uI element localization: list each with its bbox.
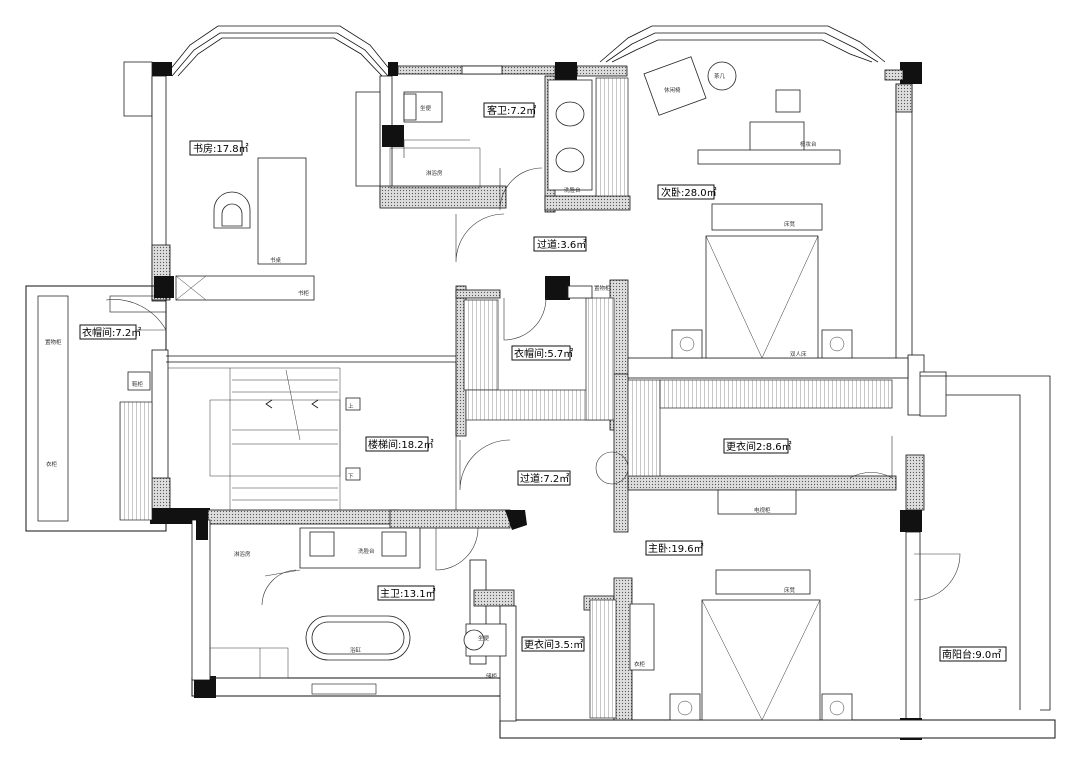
exterior-walls (25, 25, 1056, 740)
label-master-bath: 主卫:13.1㎡ (377, 585, 436, 601)
svg-text:床凳: 床凳 (784, 220, 796, 228)
lounge-chair (643, 56, 707, 116)
svg-text:茶几: 茶几 (714, 72, 726, 80)
basin-counter (547, 79, 593, 191)
study-furniture: 书桌 书柜 (175, 157, 315, 301)
svg-text:梳妆台: 梳妆台 (800, 140, 817, 148)
bench (711, 203, 823, 231)
label-second-bedroom: 次卧:28.0㎡ (657, 184, 717, 200)
svg-text:南阳台:9.0㎡: 南阳台:9.0㎡ (942, 648, 1001, 661)
svg-text:过道:7.2㎡: 过道:7.2㎡ (520, 472, 569, 485)
interior-walls (166, 75, 909, 722)
svg-text:电视柜: 电视柜 (754, 506, 771, 514)
svg-text:楼梯间:18.2㎡: 楼梯间:18.2㎡ (368, 438, 434, 451)
label-study: 书房:17.8㎡ (189, 140, 249, 156)
tv-cabinet (717, 489, 797, 515)
svg-text:洗脸台: 洗脸台 (358, 547, 375, 555)
desk (257, 157, 307, 265)
label-stair: 楼梯间:18.2㎡ (365, 436, 434, 452)
toilet-label: 坐便 (420, 104, 432, 112)
svg-text:双人床: 双人床 (790, 350, 807, 358)
svg-text:置物柜: 置物柜 (594, 284, 611, 292)
basin-label: 洗脸台 (564, 186, 581, 194)
label-corridor-top: 过道:3.6㎡ (533, 236, 587, 252)
doors (105, 139, 961, 606)
master-bedroom-furniture: 床凳 (669, 569, 853, 721)
svg-text:置物柜: 置物柜 (45, 338, 62, 346)
vanity (697, 149, 841, 165)
svg-text:衣柜: 衣柜 (634, 660, 646, 668)
svg-text:次卧:28.0㎡: 次卧:28.0㎡ (661, 186, 717, 199)
svg-text:过道:3.6㎡: 过道:3.6㎡ (537, 238, 586, 251)
svg-text:衣帽间:7.2㎡: 衣帽间:7.2㎡ (82, 326, 141, 339)
svg-text:衣帽间:5.7㎡: 衣帽间:5.7㎡ (514, 347, 573, 360)
svg-text:主卧:19.6㎡: 主卧:19.6㎡ (648, 542, 704, 555)
desk-label: 书桌 (270, 256, 282, 264)
second-bedroom-furniture: 休闲椅 茶几 梳妆台 床凳 双人床 (643, 56, 853, 359)
guest-bath-fixtures: 坐便 淋浴房 洗脸台 (355, 77, 629, 197)
svg-text:鞋柜: 鞋柜 (132, 380, 144, 388)
svg-text:浴缸: 浴缸 (350, 646, 362, 654)
master-bath-fixtures: 洗脸台 淋浴房 浴缸 坐便 储柜 (209, 527, 507, 680)
svg-text:储柜: 储柜 (486, 672, 498, 680)
svg-text:主卫:13.1㎡: 主卫:13.1㎡ (380, 588, 436, 600)
stair-up-label: 上 (348, 402, 354, 410)
room-labels: 书房:17.8㎡ 客卫:7.2㎡ 次卧:28.0㎡ 过道:3.6㎡ 衣帽间:7.… (79, 102, 1007, 662)
closet (595, 77, 629, 197)
svg-text:坐便: 坐便 (478, 634, 490, 642)
tea-table (707, 61, 737, 91)
shower-label: 淋浴房 (426, 169, 443, 177)
bookcase (175, 275, 315, 301)
svg-text:衣柜: 衣柜 (46, 460, 58, 468)
label-cloakroom-left: 衣帽间:7.2㎡ (79, 324, 141, 340)
label-corridor-mid: 过道:7.2㎡ (517, 470, 571, 486)
svg-text:更衣间3.5:㎡: 更衣间3.5:㎡ (524, 638, 583, 651)
svg-text:休闲椅: 休闲椅 (664, 86, 681, 94)
staircase: 上 下 (168, 367, 361, 510)
label-cloakroom-mid: 衣帽间:5.7㎡ (511, 345, 573, 361)
label-guest-bath: 客卫:7.2㎡ (483, 102, 536, 118)
label-south-balcony: 南阳台:9.0㎡ (939, 646, 1007, 662)
svg-text:更衣间2:8.6㎡: 更衣间2:8.6㎡ (726, 440, 792, 453)
svg-text:淋浴房: 淋浴房 (234, 550, 251, 558)
closets: 置物柜 衣柜 鞋柜 置物柜 电视柜 衣柜 (45, 284, 893, 719)
label-master-bedroom: 主卧:19.6㎡ (645, 540, 704, 556)
svg-text:书房:17.8㎡: 书房:17.8㎡ (193, 142, 249, 155)
label-dressing-right: 更衣间2:8.6㎡ (723, 438, 792, 454)
double-bed (705, 235, 819, 359)
bookcase-label: 书柜 (298, 289, 310, 297)
label-dressing-small: 更衣间3.5:㎡ (521, 636, 585, 652)
svg-text:床凳: 床凳 (784, 586, 796, 594)
svg-text:客卫:7.2㎡: 客卫:7.2㎡ (487, 104, 536, 117)
stair-down-label: 下 (348, 473, 354, 480)
